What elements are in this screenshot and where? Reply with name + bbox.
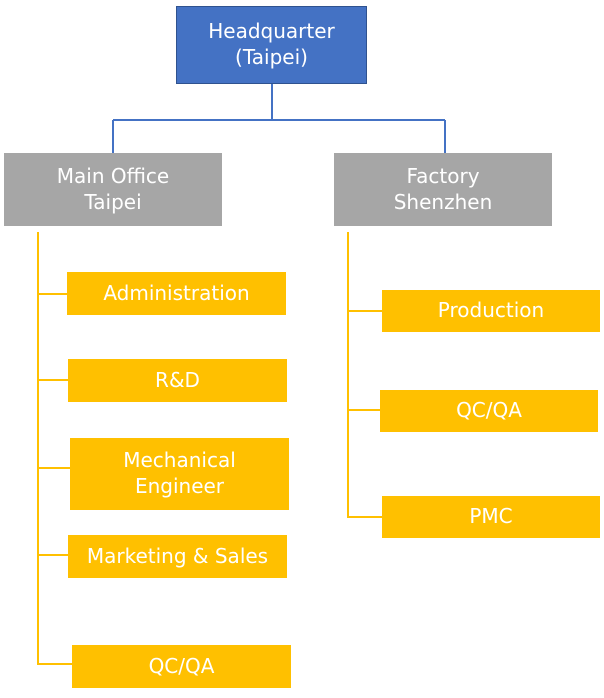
dept-label: R&D <box>155 367 200 392</box>
main-office-location: Taipei <box>84 189 142 214</box>
dept-production: Production <box>382 290 600 332</box>
main-office-box: Main Office Taipei <box>4 153 222 226</box>
hq-connector <box>112 84 446 153</box>
dept-pmc: PMC <box>382 496 600 538</box>
dept-label-line2: Engineer <box>134 474 225 498</box>
dept-marketing-sales: Marketing & Sales <box>68 535 287 578</box>
headquarter-title: Headquarter <box>208 19 335 44</box>
main-office-title: Main Office <box>56 163 170 188</box>
dept-label: Mechanical <box>123 448 236 473</box>
main-office-ticks <box>38 293 70 556</box>
factory-location: Shenzhen <box>393 189 493 214</box>
factory-ticks <box>348 310 382 411</box>
dept-label: Marketing & Sales <box>86 543 269 568</box>
factory-box: Factory Shenzhen <box>334 153 552 226</box>
dept-rnd: R&D <box>68 359 287 402</box>
factory-spine <box>347 232 382 518</box>
headquarter-box: Headquarter (Taipei) <box>176 6 367 84</box>
factory-title: Factory <box>406 163 480 188</box>
dept-administration: Administration <box>67 272 286 315</box>
dept-label: Production <box>437 298 545 323</box>
dept-main-qcqa: QC/QA <box>72 645 291 688</box>
dept-mechanical-engineer: Mechanical Engineer <box>70 438 289 510</box>
dept-label: QC/QA <box>456 398 522 423</box>
headquarter-location: (Taipei) <box>235 45 308 69</box>
dept-label: Administration <box>103 280 250 305</box>
dept-label: QC/QA <box>148 653 215 678</box>
dept-label: PMC <box>469 504 513 529</box>
dept-factory-qcqa: QC/QA <box>380 390 598 432</box>
